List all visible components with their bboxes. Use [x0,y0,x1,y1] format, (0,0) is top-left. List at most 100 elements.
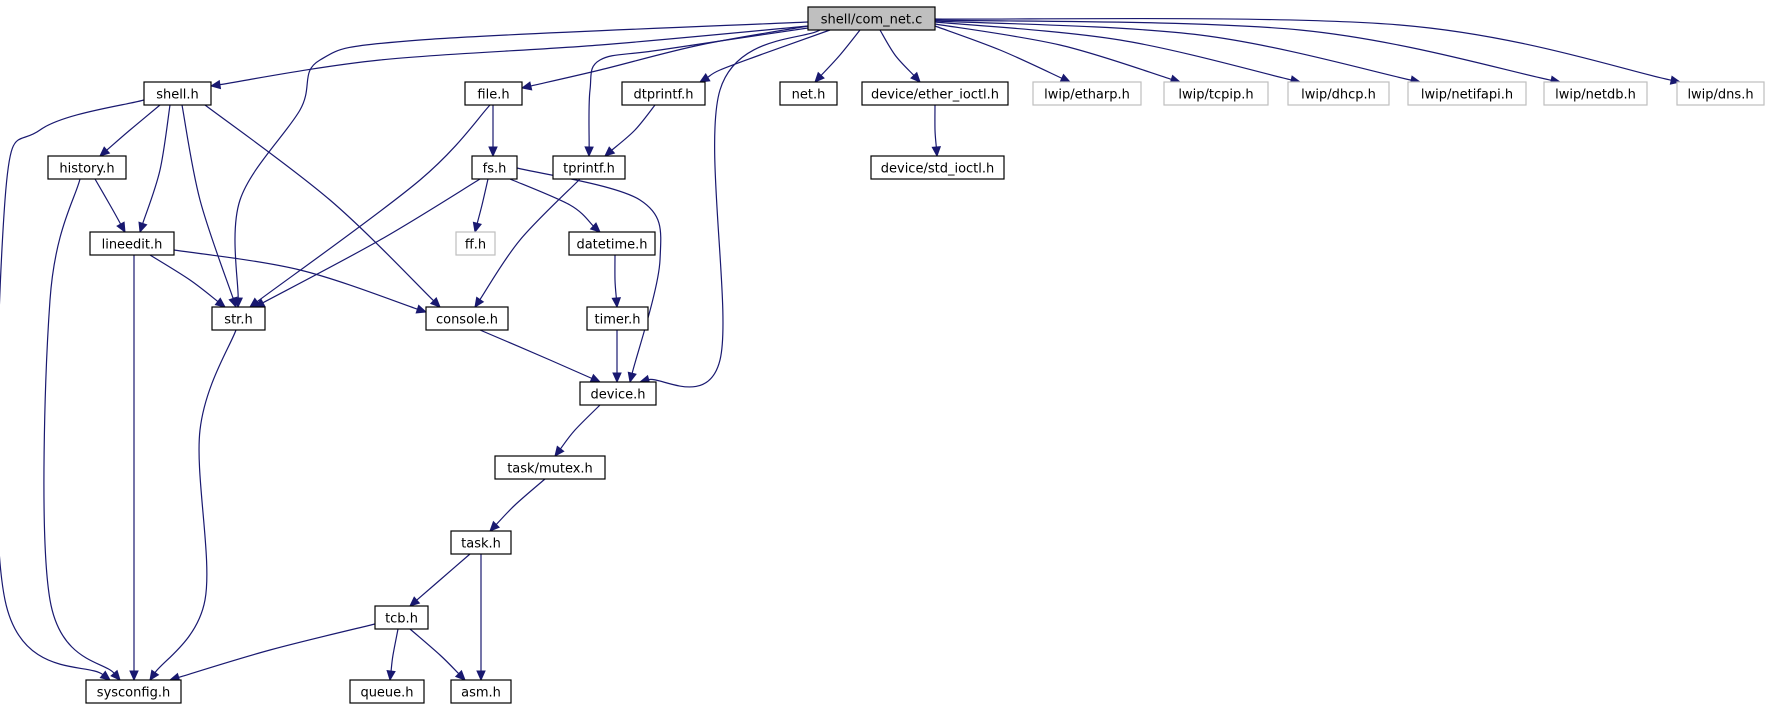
node-label: task.h [461,537,501,552]
node-task-h[interactable]: task.h [450,530,512,555]
edge-line [173,249,418,310]
edge-arrowhead [489,520,500,532]
node-label: queue.h [360,686,413,701]
node-label: asm.h [461,686,501,701]
edge-line [149,254,219,302]
edge-arrowhead [209,79,222,90]
node-label: tprintf.h [563,162,615,177]
node-device-h[interactable]: device.h [579,381,657,406]
node-box [1287,81,1390,106]
edge-arrowhead [520,81,533,91]
node-tprintf-h[interactable]: tprintf.h [552,155,626,180]
node-fs-h[interactable]: fs.h [471,155,518,180]
edge-line [219,25,809,86]
node-box [1543,81,1648,106]
edge-fs_h-to-datetime_h [509,178,601,233]
node-timer-h[interactable]: timer.h [586,306,649,331]
node-box [450,679,512,704]
edge-arrowhead [488,146,498,158]
node-box [85,679,182,704]
node-datetime-h[interactable]: datetime.h [568,231,656,256]
edge-arrowhead [604,146,616,157]
node-asm-h[interactable]: asm.h [450,679,512,704]
node-label: console.h [436,313,498,328]
edge-fs_h-to-str_h [253,178,481,308]
node-ff-h: ff.h [455,231,496,256]
edge-arrowhead [228,296,238,309]
node-history-h[interactable]: history.h [47,155,127,180]
edge-shell_h-to-sysconfig_h [0,99,145,681]
node-box [425,306,509,331]
edge-line [416,553,471,601]
edge-arrowhead [99,146,111,157]
edge-history_h-to-sysconfig_h [43,178,121,681]
edge-line [43,178,115,674]
node-dtprintf-h[interactable]: dtprintf.h [621,81,706,106]
edge-arrowhead [611,297,622,309]
edge-history_h-to-lineedit_h [94,178,126,234]
node-box [89,231,175,256]
edge-arrowhead [589,373,602,383]
node-label: device.h [590,388,645,403]
edge-line [256,104,491,303]
node-ether-ioctl-h[interactable]: device/ether_ioctl.h [861,81,1009,106]
edge-line [879,29,915,76]
node-label: shell/com_net.c [821,13,923,28]
node-task-mutex-h[interactable]: task/mutex.h [494,455,606,480]
node-lineedit-h[interactable]: lineedit.h [89,231,175,256]
node-lwip-etharp-h: lwip/etharp.h [1032,81,1142,106]
node-box [586,306,649,331]
edge-line [509,178,594,227]
node-box [861,81,1009,106]
edge-line [204,104,434,302]
edge-arrowhead [138,221,148,234]
edge-shell_h-to-str_h [181,104,238,309]
node-console-h[interactable]: console.h [425,306,509,331]
node-box [464,81,523,106]
edge-dtprintf_h-to-tprintf_h [604,104,656,157]
node-box [568,231,656,256]
edge-arrowhead [554,445,565,457]
node-net-h[interactable]: net.h [779,81,838,106]
node-label: shell.h [156,88,199,103]
edge-arrowhead [627,371,637,384]
node-label: lwip/dns.h [1687,88,1753,103]
node-box [621,81,706,106]
edge-tcb_h-to-queue_h [386,628,399,682]
edge-task_mutex_h-to-task_h [489,478,546,532]
node-box [1032,81,1142,106]
edge-arrowhead [589,222,601,233]
node-tcb-h[interactable]: tcb.h [374,605,429,630]
edge-com_net_c-to-ether_ioctl_h [879,29,921,83]
node-label: lwip/etharp.h [1044,88,1130,103]
edge-tprintf_h-to-console_h [474,178,581,309]
node-box [579,381,657,406]
node-lwip-netdb-h: lwip/netdb.h [1543,81,1648,106]
edge-arrowhead [415,304,428,314]
node-queue-h[interactable]: queue.h [349,679,425,704]
node-label: lwip/dhcp.h [1301,88,1376,103]
node-str-h[interactable]: str.h [211,306,266,331]
node-box [374,605,429,630]
edge-ether_ioctl_h-to-std_ioctl_h [931,104,942,158]
edge-line [178,623,376,678]
node-box [779,81,838,106]
edge-com_net_c-to-tprintf_h [584,27,809,158]
edge-arrowhead [110,669,121,681]
node-sysconfig-h[interactable]: sysconfig.h [85,679,182,704]
edge-tcb_h-to-asm_h [409,628,466,681]
node-box [471,155,518,180]
edge-com_net_c-to-lwip_dhcp_h [934,21,1302,85]
node-box [552,155,626,180]
node-lwip-netifapi-h: lwip/netifapi.h [1407,81,1527,106]
node-file-h[interactable]: file.h [464,81,523,106]
edge-arrowhead [214,297,226,308]
node-shell-h[interactable]: shell.h [143,81,212,106]
node-label: sysconfig.h [97,686,170,701]
edge-arrowhead [931,146,942,158]
node-label: tcb.h [385,612,418,627]
edge-line [560,404,601,450]
edge-line [530,25,809,87]
edge-line [181,104,234,299]
node-std-ioctl-h[interactable]: device/std_ioctl.h [870,155,1005,180]
